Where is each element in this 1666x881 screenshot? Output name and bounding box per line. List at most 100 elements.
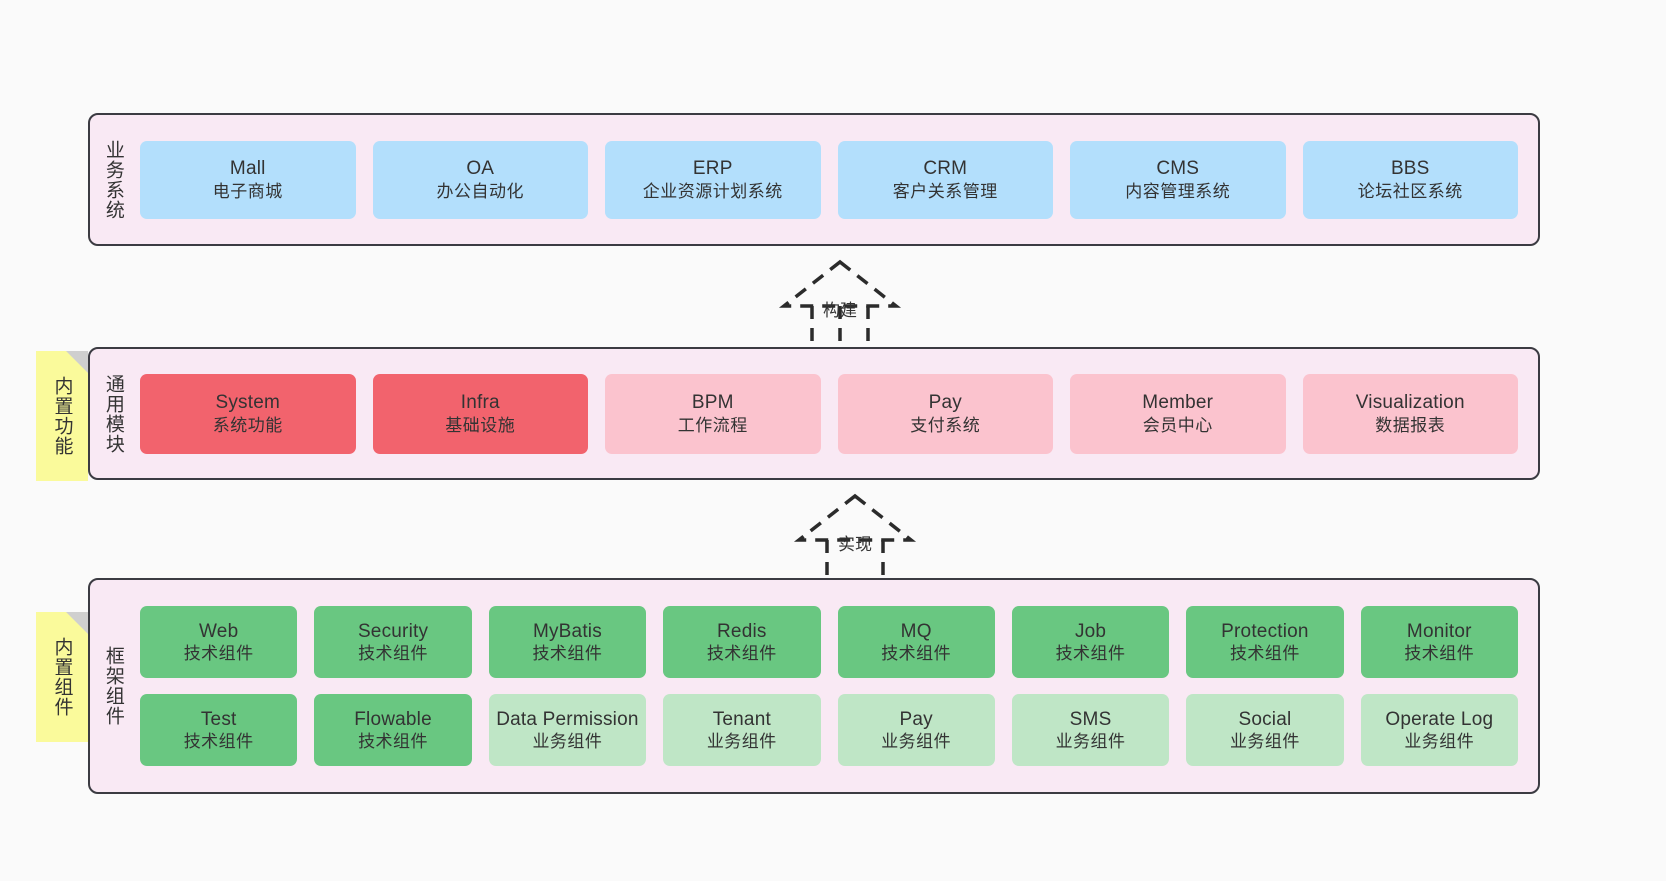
card-mall-name: Mall [229, 158, 266, 179]
card-visualization[interactable]: Visualization 数据报表 [1302, 373, 1518, 454]
card-pay-component-desc: 业务组件 [881, 732, 952, 752]
card-data-permission-name: Data Permission [496, 708, 639, 730]
connector-implement: 实现 [775, 492, 935, 588]
card-oa-desc: 办公自动化 [436, 181, 524, 201]
card-mybatis-desc: 技术组件 [532, 644, 603, 664]
card-security-desc: 技术组件 [358, 644, 429, 664]
card-redis-name: Redis [717, 620, 767, 642]
card-operate-log[interactable]: Operate Log 业务组件 [1360, 694, 1518, 766]
card-tenant-desc: 业务组件 [706, 732, 777, 752]
card-social[interactable]: Social 业务组件 [1186, 694, 1344, 766]
card-mybatis[interactable]: MyBatis 技术组件 [488, 606, 647, 678]
framework-row-business: Test 技术组件 Flowable 技术组件 Data Permission … [140, 694, 1518, 766]
card-protection[interactable]: Protection 技术组件 [1186, 606, 1344, 678]
card-sms[interactable]: SMS 业务组件 [1011, 694, 1170, 766]
card-member[interactable]: Member 会员中心 [1070, 373, 1286, 454]
layer-business-title: 业务系统 [102, 139, 124, 220]
card-security-name: Security [357, 620, 429, 642]
card-security[interactable]: Security 技术组件 [314, 606, 472, 678]
card-visualization-desc: 数据报表 [1375, 415, 1446, 435]
card-bpm-desc: 工作流程 [677, 415, 748, 435]
layer-business-cards: Mall 电子商城 OA 办公自动化 ERP 企业资源计划系统 CRM 客户关系… [136, 115, 1538, 244]
card-web[interactable]: Web 技术组件 [140, 606, 298, 678]
card-flowable-name: Flowable [354, 708, 432, 730]
card-mall[interactable]: Mall 电子商城 [140, 140, 356, 219]
card-data-permission-desc: 业务组件 [532, 732, 603, 752]
card-pay-component-name: Pay [899, 708, 933, 730]
card-member-desc: 会员中心 [1142, 415, 1213, 435]
card-oa-name: OA [466, 158, 495, 179]
card-mall-desc: 电子商城 [212, 181, 283, 201]
card-system[interactable]: System 系统功能 [140, 373, 356, 454]
card-sms-name: SMS [1069, 708, 1112, 730]
card-mq-name: MQ [900, 620, 932, 642]
layer-framework-cards: Web 技术组件 Security 技术组件 MyBatis 技术组件 Redi… [136, 580, 1538, 792]
connector-implement-label: 实现 [838, 535, 872, 554]
card-monitor-name: Monitor [1406, 620, 1472, 642]
card-infra-desc: 基础设施 [445, 415, 516, 435]
card-cms-desc: 内容管理系统 [1125, 181, 1231, 201]
layer-framework-title: 框架组件 [102, 646, 124, 726]
card-erp-name: ERP [692, 158, 733, 179]
card-flowable-desc: 技术组件 [358, 732, 429, 752]
card-system-desc: 系统功能 [212, 415, 283, 435]
card-mq[interactable]: MQ 技术组件 [837, 606, 995, 678]
card-web-name: Web [199, 620, 239, 642]
note-builtin-components[interactable]: 内置组件 [36, 612, 88, 742]
card-bbs[interactable]: BBS 论坛社区系统 [1302, 140, 1518, 219]
card-erp-desc: 企业资源计划系统 [642, 181, 783, 201]
card-infra[interactable]: Infra 基础设施 [372, 373, 588, 454]
connector-build-label: 构建 [823, 301, 857, 320]
layer-common-modules: 通用模块 System 系统功能 Infra 基础设施 BPM 工作流程 Pay… [88, 347, 1540, 480]
card-operate-log-desc: 业务组件 [1404, 732, 1475, 752]
card-visualization-name: Visualization [1355, 392, 1465, 413]
card-bpm-name: BPM [691, 392, 734, 413]
card-job-desc: 技术组件 [1055, 644, 1126, 664]
layer-modules-cards: System 系统功能 Infra 基础设施 BPM 工作流程 Pay 支付系统… [136, 349, 1538, 478]
connector-build: 构建 [760, 258, 920, 354]
card-pay-module-desc: 支付系统 [910, 415, 981, 435]
layer-framework-components: 框架组件 Web 技术组件 Security 技术组件 MyBatis 技术组件… [88, 578, 1540, 794]
card-monitor[interactable]: Monitor 技术组件 [1360, 606, 1518, 678]
card-job-name: Job [1074, 620, 1107, 642]
card-monitor-desc: 技术组件 [1404, 644, 1475, 664]
card-system-name: System [215, 392, 281, 413]
card-test[interactable]: Test 技术组件 [140, 694, 298, 766]
card-sms-desc: 业务组件 [1055, 732, 1126, 752]
note-builtin-components-label: 内置组件 [51, 637, 73, 717]
card-social-name: Social [1238, 708, 1292, 730]
card-social-desc: 业务组件 [1229, 732, 1300, 752]
card-tenant[interactable]: Tenant 业务组件 [663, 694, 821, 766]
note-builtin-features-label: 内置功能 [51, 376, 73, 456]
card-operate-log-name: Operate Log [1385, 708, 1494, 730]
card-cms-name: CMS [1156, 158, 1200, 179]
card-erp[interactable]: ERP 企业资源计划系统 [605, 140, 821, 219]
card-flowable[interactable]: Flowable 技术组件 [314, 694, 472, 766]
card-bbs-name: BBS [1390, 158, 1430, 179]
card-test-name: Test [200, 708, 237, 730]
card-pay-module[interactable]: Pay 支付系统 [837, 373, 1053, 454]
card-data-permission[interactable]: Data Permission 业务组件 [488, 694, 647, 766]
card-crm-desc: 客户关系管理 [892, 181, 998, 201]
card-redis[interactable]: Redis 技术组件 [663, 606, 821, 678]
card-bpm[interactable]: BPM 工作流程 [605, 373, 821, 454]
layer-modules-title: 通用模块 [102, 373, 124, 454]
card-job[interactable]: Job 技术组件 [1011, 606, 1170, 678]
card-infra-name: Infra [460, 392, 500, 413]
card-web-desc: 技术组件 [183, 644, 254, 664]
card-crm-name: CRM [923, 158, 968, 179]
card-test-desc: 技术组件 [183, 732, 254, 752]
card-pay-component[interactable]: Pay 业务组件 [837, 694, 995, 766]
card-crm[interactable]: CRM 客户关系管理 [837, 140, 1053, 219]
card-protection-name: Protection [1221, 620, 1309, 642]
note-fold-corner-icon [66, 612, 88, 634]
card-mybatis-name: MyBatis [532, 620, 602, 642]
card-cms[interactable]: CMS 内容管理系统 [1070, 140, 1286, 219]
framework-row-technical: Web 技术组件 Security 技术组件 MyBatis 技术组件 Redi… [140, 606, 1518, 678]
card-oa[interactable]: OA 办公自动化 [372, 140, 588, 219]
layer-business-systems: 业务系统 Mall 电子商城 OA 办公自动化 ERP 企业资源计划系统 CRM… [88, 113, 1540, 246]
note-builtin-features[interactable]: 内置功能 [36, 351, 88, 481]
card-mq-desc: 技术组件 [881, 644, 952, 664]
card-protection-desc: 技术组件 [1229, 644, 1300, 664]
